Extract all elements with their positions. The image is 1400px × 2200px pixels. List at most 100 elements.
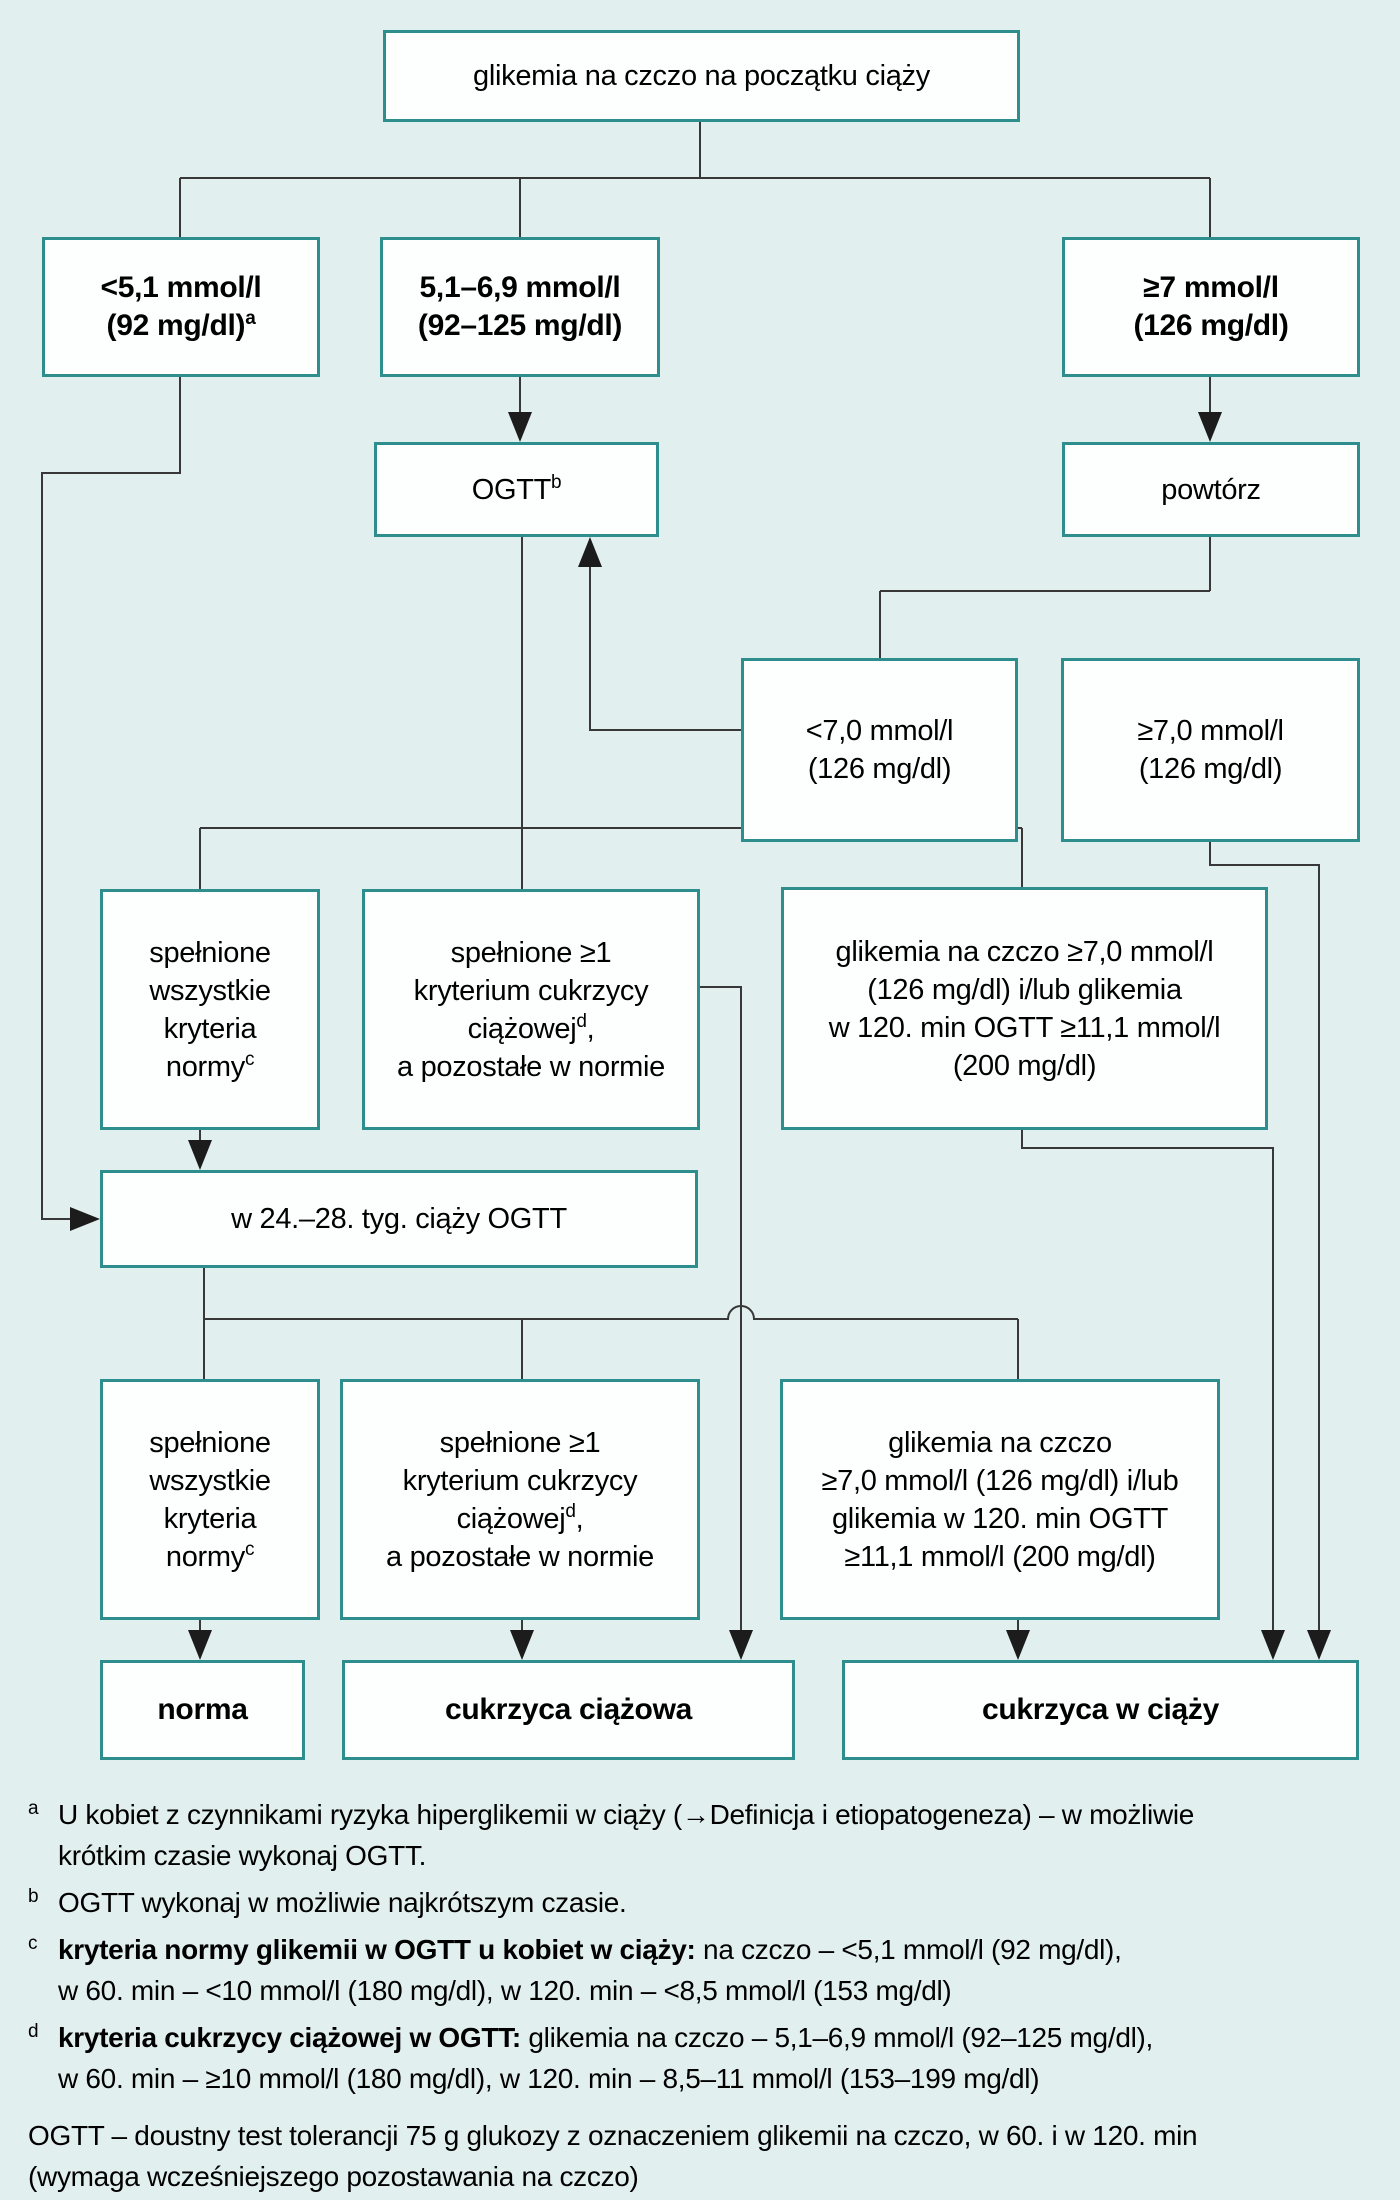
node-fasting-lt51: <5,1 mmol/l (92 mg/dl)a [42, 237, 320, 377]
node-line: kryteria [163, 1502, 257, 1535]
edge-low-drops [203, 1319, 1019, 1379]
node-ogtt-24-28: w 24.–28. tyg. ciąży OGTT [100, 1170, 698, 1268]
edge-overt1-to-dip [1021, 1130, 1274, 1632]
node-gdm-criteria-1: spełnione ≥1 kryterium cukrzycy ciążowej… [362, 889, 700, 1130]
node-line: kryterium cukrzycy [402, 1464, 638, 1497]
node-line: cukrzyca ciążowa [444, 1693, 692, 1726]
node-result-diabetes-in-pregnancy: cukrzyca w ciąży [842, 1660, 1359, 1760]
arrowhead-into-gdm-1 [510, 1630, 534, 1660]
node-criteria-normal-2: spełnione wszystkie kryteria normyc [100, 1379, 320, 1620]
node-text: ≥7 mmol/l [1143, 271, 1279, 304]
footnote-c-line1: c kryteria normy glikemii w OGTT u kobiet… [28, 1923, 1378, 1970]
node-text: OGTT [471, 473, 552, 506]
footnote-marker-c: c [28, 1933, 38, 1954]
node-overt-diabetes-1: glikemia na czczo ≥7,0 mmol/l (126 mg/dl… [781, 887, 1268, 1130]
footnote-text: w 60. min – <10 mmol/l (180 mg/dl), w 12… [58, 1975, 952, 2006]
node-result-gdm: cukrzyca ciążowa [342, 1660, 795, 1760]
node-line: ≥7,0 mmol/l (126 mg/dl) i/lub [821, 1464, 1179, 1497]
arrowhead-into-norma [188, 1630, 212, 1660]
node-line: <7,0 mmol/l [806, 712, 954, 750]
footnote-text: na czczo – <5,1 mmol/l (92 mg/dl), [695, 1934, 1122, 1965]
node-repeat-ge70: ≥7,0 mmol/l (126 mg/dl) [1061, 658, 1360, 842]
node-line: normyc [165, 1538, 255, 1576]
footnote-text: w 60. min – ≥10 mmol/l (180 mg/dl), w 12… [58, 2063, 1040, 2094]
arrowhead-into-gdm-2 [729, 1630, 753, 1660]
node-line: w 120. min OGTT ≥11,1 mmol/l [828, 1011, 1221, 1044]
node-line: wszystkie [149, 974, 271, 1007]
node-gdm-criteria-2: spełnione ≥1 kryterium cukrzycy ciążowej… [340, 1379, 700, 1620]
footnote-marker-b: b [28, 1886, 39, 1907]
footnote-d-line2: w 60. min – ≥10 mmol/l (180 mg/dl), w 12… [28, 2058, 1378, 2099]
legend-ogtt-line1: OGTT – doustny test tolerancji 75 g gluk… [28, 2115, 1378, 2156]
edge-lt51-to-ogtt2428 [41, 377, 181, 1220]
arrowhead-into-dip-2 [1261, 1630, 1285, 1660]
node-line: (126 mg/dl) [1133, 307, 1288, 345]
node-fasting-51-69: 5,1–6,9 mmol/l (92–125 mg/dl) [380, 237, 660, 377]
node-line: a pozostałe w normie [396, 1050, 666, 1083]
footnote-text-bold: kryteria normy glikemii w OGTT u kobiet … [58, 1934, 696, 1965]
node-line: spełnione ≥1 [450, 936, 612, 969]
node-text: 5,1–6,9 mmol/l [419, 271, 621, 304]
node-criteria-normal-1: spełnione wszystkie kryteria normyc [100, 889, 320, 1130]
node-line: (126 mg/dl) [807, 750, 952, 788]
footnote-ref-c: c [244, 1538, 255, 1560]
node-text: , [586, 1012, 595, 1045]
node-start-label: glikemia na czczo na początku ciąży [473, 60, 930, 92]
node-text: (92–125 mg/dl) [417, 309, 623, 342]
node-text: ciążowej [467, 1012, 577, 1045]
node-line: (92 mg/dl)a [107, 307, 256, 345]
node-text: (126 mg/dl) [1138, 753, 1283, 785]
node-text: (126 mg/dl) [1133, 309, 1289, 342]
edge-repeat-split [879, 537, 1211, 658]
footnote-text: OGTT – doustny test tolerancji 75 g gluk… [28, 2120, 1198, 2151]
node-fasting-ge7: ≥7 mmol/l (126 mg/dl) [1062, 237, 1360, 377]
edge-ge70-to-dip [1209, 842, 1320, 1632]
edge-top-distributor [179, 177, 1211, 237]
footnote-c-line2: w 60. min – <10 mmol/l (180 mg/dl), w 12… [28, 1970, 1378, 2011]
footnote-ref-c: c [244, 1048, 255, 1070]
node-line: cukrzyca w ciąży [981, 1693, 1220, 1726]
footnote-text-bold: kryteria cukrzycy ciążowej w OGTT: [58, 2022, 521, 2053]
node-line: glikemia na czczo [888, 1426, 1112, 1459]
node-text: , [575, 1502, 584, 1535]
arrowhead-into-ogtt [508, 412, 532, 442]
footnote-text: U kobiet z czynnikami ryzyka hiperglikem… [58, 1799, 1195, 1830]
arrowhead-into-dip-3 [1307, 1630, 1331, 1660]
arrowhead-into-ogtt2428-left [70, 1207, 100, 1231]
node-text: normy [165, 1540, 245, 1573]
node-line: kryteria [163, 1012, 257, 1045]
legend-ogtt-line2: (wymaga wcześniejszego pozostawania na c… [28, 2156, 1378, 2197]
node-line: (126 mg/dl) [1138, 750, 1283, 788]
arrowhead-loop-into-ogtt [578, 537, 602, 567]
footnote-ref-b: b [551, 471, 562, 493]
node-text: <5,1 mmol/l [100, 271, 262, 304]
node-line: ≥7,0 mmol/l [1137, 712, 1284, 750]
node-ogtt: OGTTb [374, 442, 659, 537]
node-line: (126 mg/dl) i/lub glikemia [867, 973, 1182, 1006]
node-line: normyc [166, 1048, 255, 1086]
node-line: ciążowejd, [457, 1500, 584, 1538]
node-line: powtórz [1161, 473, 1261, 506]
node-line: norma [157, 1693, 248, 1726]
node-text: ciążowej [456, 1502, 566, 1535]
node-repeat: powtórz [1062, 442, 1360, 537]
node-line: a pozostałe w normie [385, 1540, 655, 1573]
footnote-ref-d: d [565, 1500, 576, 1522]
node-line: glikemia na czczo ≥7,0 mmol/l [835, 935, 1214, 968]
edge-gdmcrit1-to-gdm [700, 986, 742, 1632]
edge-low-distributor-bridge [204, 1305, 1018, 1320]
node-line: glikemia w 120. min OGTT [831, 1502, 1169, 1535]
node-text: (92 mg/dl) [106, 309, 246, 342]
node-line: (92–125 mg/dl) [417, 307, 623, 345]
footnote-a-line2: krótkim czasie wykonaj OGTT. [28, 1835, 1378, 1876]
node-line: wszystkie [149, 1464, 271, 1497]
node-line: OGTTb [472, 471, 562, 509]
arrowhead-into-dip-1 [1006, 1630, 1030, 1660]
node-text: (126 mg/dl) [807, 753, 952, 785]
node-result-norma: norma [100, 1660, 305, 1760]
node-line: spełnione [149, 1426, 271, 1459]
node-line: kryterium cukrzycy [413, 974, 649, 1007]
